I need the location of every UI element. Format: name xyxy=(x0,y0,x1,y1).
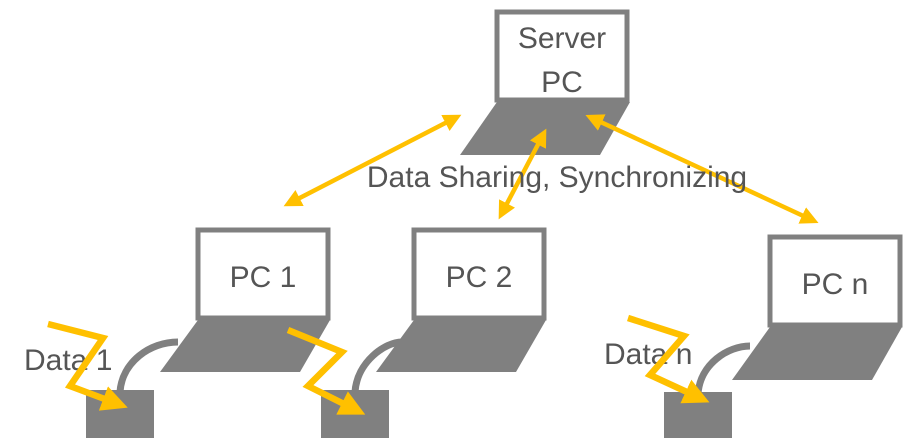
pcn-label: PC n xyxy=(802,268,869,301)
pc2-laptop: PC 2 xyxy=(376,227,547,372)
pc1-screen xyxy=(195,227,331,321)
data-flow-arrows xyxy=(47,314,710,415)
pc1-keyboard xyxy=(160,320,330,372)
pc1-laptop: PC 1 xyxy=(160,227,331,372)
server-screen xyxy=(494,9,630,103)
pc1-label: PC 1 xyxy=(230,261,297,294)
arrow-server-pcn xyxy=(585,114,819,224)
pcn-laptop: PC n xyxy=(732,234,903,380)
data-flow-arrow-n xyxy=(627,314,710,404)
arrow-server-pc1 xyxy=(283,114,462,207)
data-flow-arrow-2 xyxy=(286,326,366,415)
arrow-server-pc2 xyxy=(498,128,547,220)
data-flow-arrow-1 xyxy=(47,320,128,411)
sync-arrows xyxy=(283,114,819,224)
server-laptop: Server PC xyxy=(460,9,630,155)
pc2-keyboard xyxy=(376,320,546,372)
pc2-label: PC 2 xyxy=(446,261,513,294)
link-label: Data Sharing, Synchronizing xyxy=(367,161,747,194)
server-keyboard xyxy=(460,102,630,155)
pc2-screen xyxy=(411,227,547,321)
server-label-line2: PC xyxy=(541,66,583,99)
server-label-line1: Server xyxy=(518,22,606,55)
pcn-screen xyxy=(767,234,903,328)
data-device-1-cable xyxy=(116,338,179,393)
pcn-keyboard xyxy=(732,327,902,380)
data-device-2-cable xyxy=(351,338,403,393)
